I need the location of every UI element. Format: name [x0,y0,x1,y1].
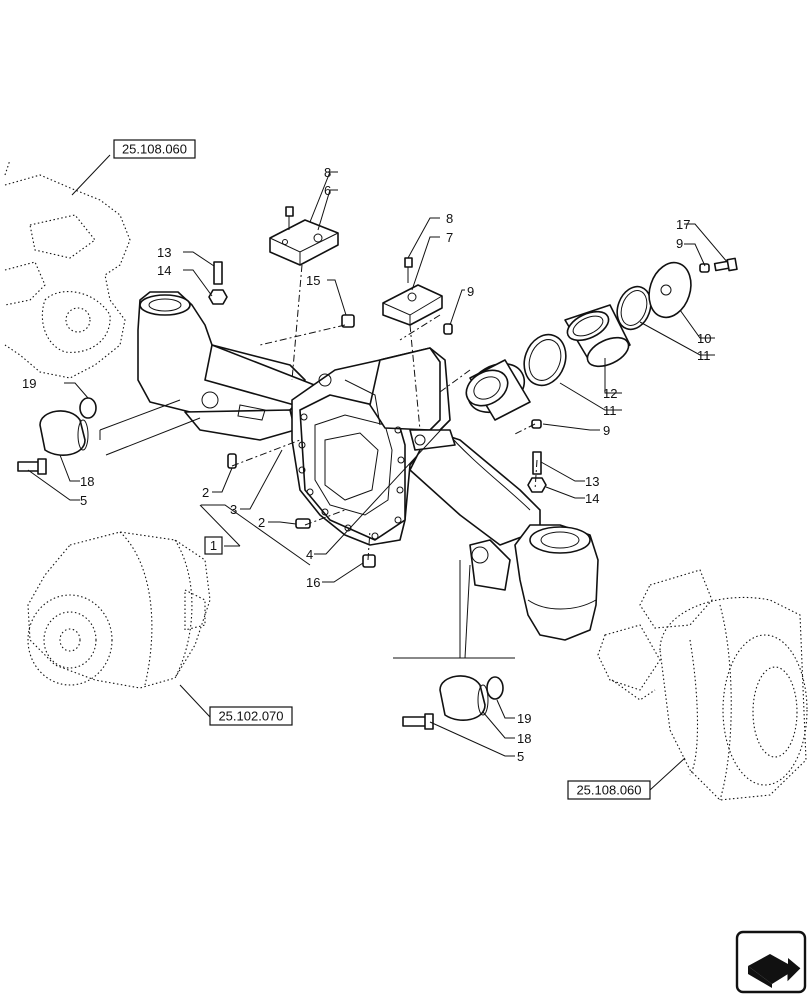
bolt-8-lower [404,257,413,283]
callout-5: 5 [517,749,524,764]
callout-8: 8 [324,165,331,180]
callout-16: 16 [306,575,320,590]
callout-12: 12 [603,386,617,401]
callout-9: 9 [603,423,610,438]
callout-9: 9 [467,284,474,299]
cap-10 [648,261,692,319]
callout-11: 11 [603,403,617,418]
callout-15: 15 [306,273,320,288]
svg-text:25.108.060: 25.108.060 [122,142,187,157]
svg-text:25.102.070: 25.102.070 [218,709,283,724]
callout-6: 6 [324,183,331,198]
callout-labels: 8 6 8 7 13 14 15 9 17 9 10 11 12 11 9 19… [22,165,711,764]
svg-text:1: 1 [210,538,217,553]
callout-19: 19 [517,711,531,726]
dowel-pins-2 [227,453,311,529]
nipple-9-upper [443,323,453,335]
callout-8: 8 [446,211,453,226]
cover-plate-6 [269,219,339,266]
callout-19: 19 [22,376,36,391]
callout-18: 18 [517,731,531,746]
plug-15 [341,314,355,328]
phantom-swivel-housing-top-left [4,159,131,379]
axis-lines [231,264,538,561]
callout-17: 17 [676,217,690,232]
bolt-17 [713,257,738,272]
leader-lines [27,154,729,791]
next-page-arrow-icon[interactable] [735,930,807,994]
sleeve-12 [564,304,631,368]
callout-2: 2 [202,485,209,500]
callout-9: 9 [676,236,683,251]
stud-13-left [208,261,228,305]
phantom-hub-bottom-right [597,569,808,801]
callout-2: 2 [258,515,265,530]
callout-13: 13 [157,245,171,260]
snap-ring-11-left [523,333,567,387]
callout-13: 13 [585,474,599,489]
callout-5: 5 [80,493,87,508]
nipple-9-lower [531,419,542,429]
stud-13-right [527,451,547,493]
reference-box-top-left[interactable]: 25.108.060 [113,139,196,159]
callout-14: 14 [585,491,599,506]
callout-18: 18 [80,474,94,489]
phantom-differential-bottom-left [27,531,211,689]
callout-4: 4 [306,547,313,562]
snap-ring-11-right [616,285,652,331]
cover-plate-7 [382,284,443,326]
front-axle-housing [137,291,599,641]
cap-18-right [402,675,504,730]
reference-box-bottom-right[interactable]: 25.108.060 [567,780,651,800]
callout-10: 10 [697,331,711,346]
callout-14: 14 [157,263,171,278]
callout-11: 11 [697,348,711,363]
assembly-box-1[interactable]: 1 [204,536,223,555]
housing-bolts [298,413,405,540]
svg-text:25.108.060: 25.108.060 [576,783,641,798]
cap-18-left [17,397,97,475]
reference-box-bottom-left[interactable]: 25.102.070 [209,706,293,726]
bolt-8-upper [285,206,294,230]
plug-16 [362,554,376,568]
bushing [465,359,531,421]
callout-7: 7 [446,230,453,245]
callout-3: 3 [230,502,237,517]
